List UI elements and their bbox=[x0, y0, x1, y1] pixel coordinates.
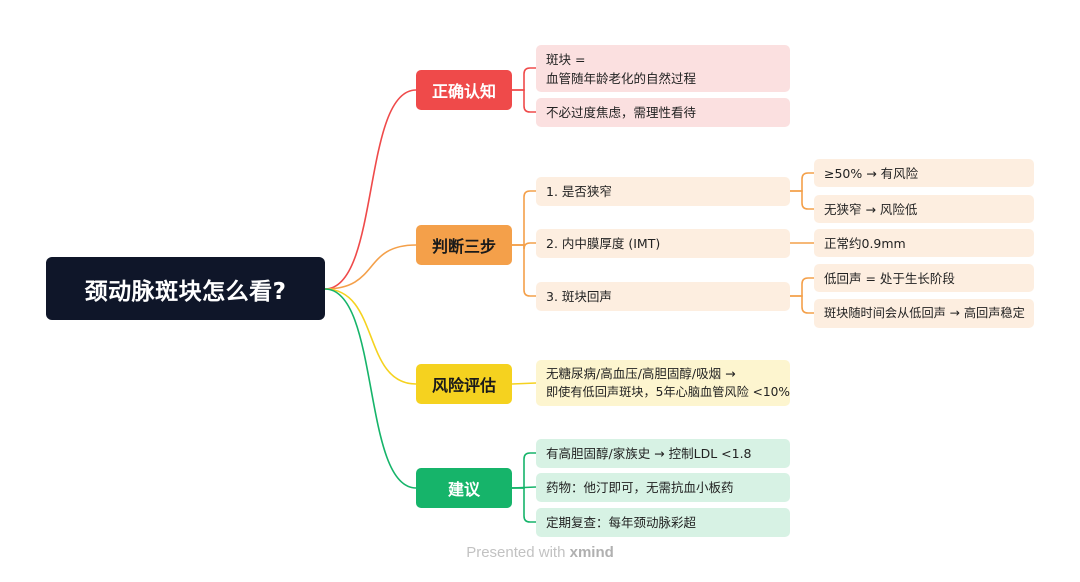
leaf-no-anxiety[interactable]: 不必过度焦虑，需理性看待 bbox=[536, 98, 790, 127]
leaf-connector bbox=[512, 89, 536, 113]
leaf-line: 正常约0.9mm bbox=[824, 235, 906, 251]
leaf-line: 斑块随时间会从低回声 → 高回声稳定 bbox=[824, 306, 1025, 320]
leaf-line: 低回声 = 处于生长阶段 bbox=[824, 270, 955, 286]
leaf-step-imt[interactable]: 2. 内中膜厚度 (IMT) bbox=[536, 229, 790, 258]
watermark-prefix: Presented with bbox=[466, 544, 566, 561]
leaf-ldl-control[interactable]: 有高胆固醇/家族史 → 控制LDL <1.8 bbox=[536, 439, 790, 468]
root-topic[interactable]: 颈动脉斑块怎么看? bbox=[46, 257, 325, 320]
leaf-line: 不必过度焦虑，需理性看待 bbox=[546, 105, 697, 120]
leaf-line: 无糖尿病/高血压/高胆固醇/吸烟 → bbox=[546, 366, 736, 381]
subleaf-imt-normal[interactable]: 正常约0.9mm bbox=[814, 229, 1034, 257]
subleaf-echo-change[interactable]: 斑块随时间会从低回声 → 高回声稳定 bbox=[814, 299, 1034, 328]
leaf-connector bbox=[512, 244, 536, 297]
leaf-risk-note[interactable]: 无糖尿病/高血压/高胆固醇/吸烟 → 即使有低回声斑块，5年心脑血管风险 <10… bbox=[536, 360, 790, 406]
leaf-line: 斑块 = bbox=[546, 51, 586, 67]
branch-label: 建议 bbox=[447, 480, 480, 499]
leaf-recheck[interactable]: 定期复查：每年颈动脉彩超 bbox=[536, 508, 790, 537]
subleaf-low-echo[interactable]: 低回声 = 处于生长阶段 bbox=[814, 264, 1034, 292]
root-title: 颈动脉斑块怎么看? bbox=[84, 278, 287, 305]
leaf-line: 有高胆固醇/家族史 → 控制LDL <1.8 bbox=[546, 446, 752, 461]
branch-label: 风险评估 bbox=[431, 376, 496, 395]
leaf-step-stenosis[interactable]: 1. 是否狭窄 bbox=[536, 177, 790, 206]
leaf-line: 药物：他汀即可，无需抗血小板药 bbox=[546, 480, 734, 495]
branch-label: 判断三步 bbox=[431, 237, 496, 256]
root-branch-connector bbox=[324, 288, 417, 489]
leaf-line: 即使有低回声斑块，5年心脑血管风险 <10% bbox=[546, 385, 790, 399]
xmind-watermark: Presented with xmind bbox=[0, 544, 1080, 561]
leaf-line: 3. 斑块回声 bbox=[546, 289, 612, 304]
leaf-line: 血管随年龄老化的自然过程 bbox=[546, 70, 697, 86]
leaf-medication[interactable]: 药物：他汀即可，无需抗血小板药 bbox=[536, 473, 790, 502]
subleaf-stenosis-risk[interactable]: ≥50% → 有风险 bbox=[814, 159, 1034, 187]
branch-advice[interactable]: 建议 bbox=[416, 468, 512, 508]
branch-three-steps[interactable]: 判断三步 bbox=[416, 225, 512, 265]
branch-risk-assessment[interactable]: 风险评估 bbox=[416, 364, 512, 404]
leaf-line: 无狭窄 → 风险低 bbox=[824, 201, 918, 217]
leaf-connector bbox=[790, 190, 814, 210]
leaf-step-echo[interactable]: 3. 斑块回声 bbox=[536, 282, 790, 311]
leaf-line: 1. 是否狭窄 bbox=[546, 184, 612, 199]
root-branch-connector bbox=[324, 244, 417, 290]
watermark-brand: xmind bbox=[569, 544, 614, 561]
leaf-connector bbox=[512, 67, 536, 91]
leaf-plaque-definition[interactable]: 斑块 = 血管随年龄老化的自然过程 bbox=[536, 45, 790, 92]
leaf-line: 2. 内中膜厚度 (IMT) bbox=[546, 236, 661, 251]
leaf-connector bbox=[511, 382, 537, 385]
leaf-connector bbox=[512, 487, 536, 523]
leaf-line: ≥50% → 有风险 bbox=[824, 165, 919, 181]
root-branch-connector bbox=[324, 89, 417, 290]
leaf-connector bbox=[790, 277, 814, 297]
leaf-connector bbox=[512, 190, 536, 246]
subleaf-no-stenosis[interactable]: 无狭窄 → 风险低 bbox=[814, 195, 1034, 223]
leaf-connector bbox=[512, 452, 536, 489]
branch-label: 正确认知 bbox=[431, 82, 496, 101]
branch-correct-understanding[interactable]: 正确认知 bbox=[416, 70, 512, 110]
leaf-line: 定期复查：每年颈动脉彩超 bbox=[546, 515, 697, 530]
leaf-connector bbox=[790, 172, 814, 192]
leaf-connector bbox=[790, 295, 814, 314]
root-branch-connector bbox=[324, 288, 417, 385]
